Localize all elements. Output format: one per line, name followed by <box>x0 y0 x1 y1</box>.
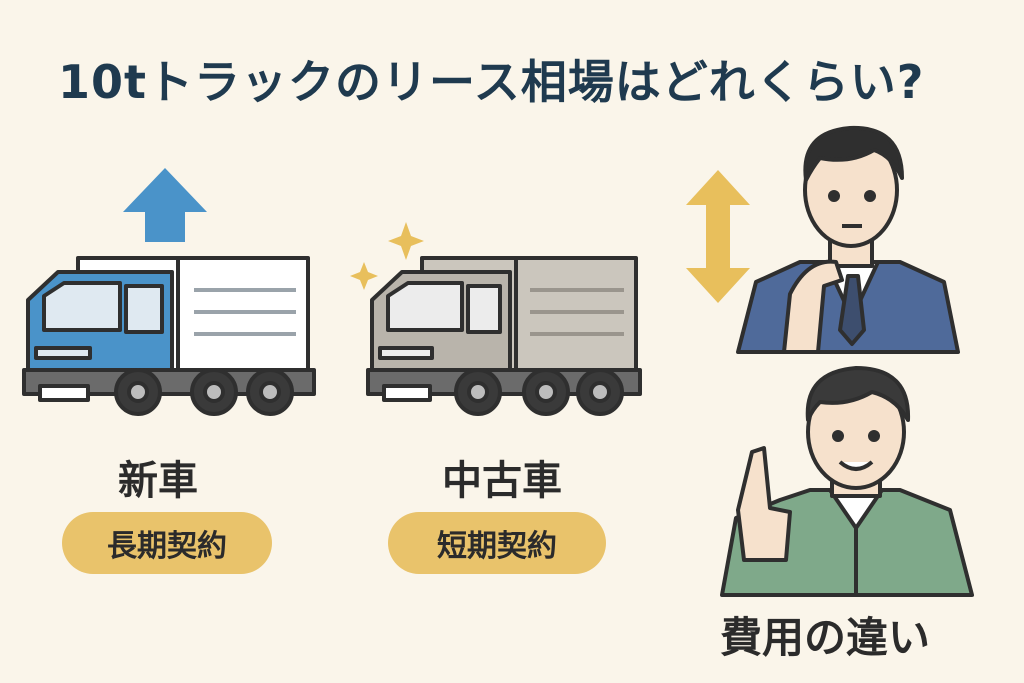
pointing-worker-icon <box>720 366 974 597</box>
thinking-businessman-icon <box>736 125 960 354</box>
arrow-up-icon <box>123 168 207 242</box>
short-term-contract-badge: 短期契約 <box>388 512 606 574</box>
new-truck-label: 新車 <box>118 458 198 504</box>
cost-difference-label: 費用の違い <box>720 613 931 662</box>
used-truck-label: 中古車 <box>442 458 562 504</box>
sparkle-icon <box>350 222 424 290</box>
arrow-updown-icon <box>686 170 750 303</box>
new-truck-icon <box>22 256 316 416</box>
page-title: 10tトラックのリース相場はどれくらい? <box>58 55 925 109</box>
long-term-contract-badge: 長期契約 <box>62 512 272 574</box>
used-truck-icon <box>366 256 642 416</box>
